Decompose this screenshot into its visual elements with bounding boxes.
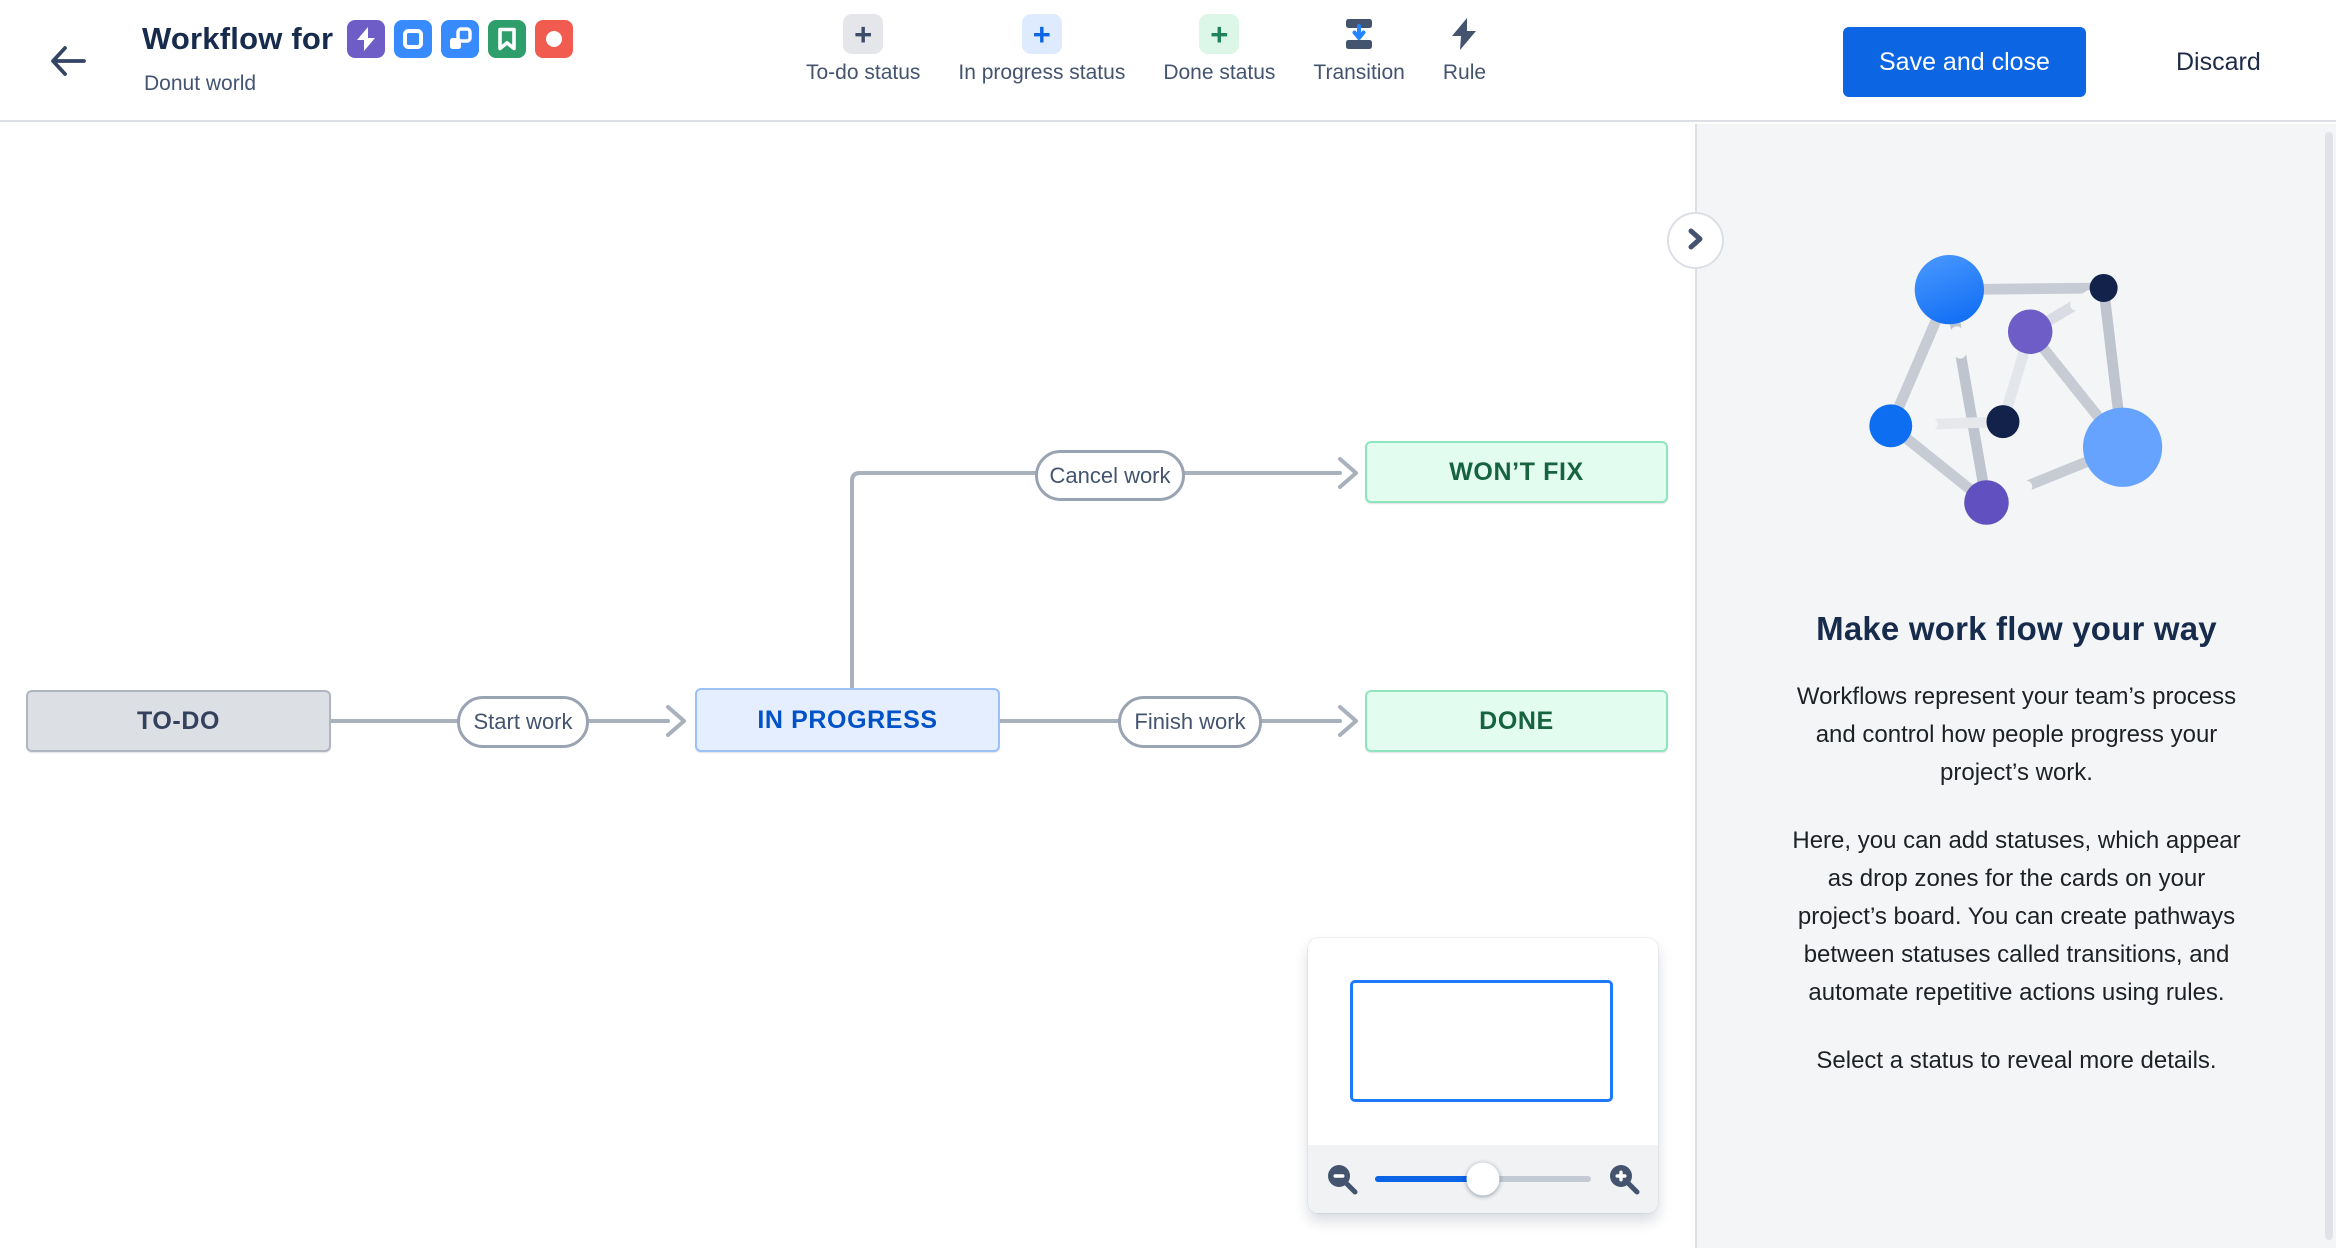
status-node-wont-fix[interactable]: WON’T FIX xyxy=(1365,441,1668,503)
add-transition-button[interactable]: Transition xyxy=(1313,14,1405,85)
panel-heading: Make work flow your way xyxy=(1816,610,2217,647)
plus-icon: + xyxy=(843,14,884,54)
panel-paragraph: Select a status to reveal more details. xyxy=(1816,1047,2217,1074)
panel-divider xyxy=(1695,124,1697,1248)
save-and-close-button[interactable]: Save and close xyxy=(1843,27,2086,97)
help-panel: Make work flow your way Workflows repres… xyxy=(1697,124,2336,1248)
minimap-viewport[interactable] xyxy=(1350,980,1613,1102)
status-node-in-progress[interactable]: IN PROGRESS xyxy=(695,688,1000,752)
workflow-canvas[interactable]: TO-DO IN PROGRESS WON’T FIX DONE Start w… xyxy=(0,124,1696,1248)
transition-finish-work[interactable]: Finish work xyxy=(1118,696,1262,748)
status-node-done[interactable]: DONE xyxy=(1365,690,1668,752)
zoom-in-button[interactable] xyxy=(1605,1160,1643,1198)
task-icon xyxy=(394,20,433,58)
zoom-out-button[interactable] xyxy=(1323,1160,1361,1198)
network-illustration xyxy=(1868,255,2162,525)
add-rule-button[interactable]: Rule xyxy=(1443,14,1486,85)
back-button[interactable] xyxy=(44,38,92,86)
add-todo-status-button[interactable]: + To-do status xyxy=(806,14,920,85)
zoom-slider-thumb[interactable] xyxy=(1466,1162,1500,1196)
panel-paragraph: Here, you can add statuses, which appear… xyxy=(1792,827,2241,1006)
plus-icon: + xyxy=(1021,14,1062,54)
minimap-view xyxy=(1308,938,1658,1145)
add-done-status-button[interactable]: + Done status xyxy=(1163,14,1275,85)
page-title: Workflow for xyxy=(142,21,334,56)
status-node-todo[interactable]: TO-DO xyxy=(26,690,331,752)
project-subtitle: Donut world xyxy=(144,72,257,95)
panel-scrollbar[interactable] xyxy=(2325,132,2333,1240)
transition-start-work[interactable]: Start work xyxy=(457,696,589,748)
epic-icon xyxy=(347,20,386,58)
issue-type-icons xyxy=(347,20,574,58)
zoom-slider[interactable] xyxy=(1375,1162,1591,1196)
toolbar: + To-do status + In progress status + Do… xyxy=(806,14,1486,85)
panel-collapse-button[interactable] xyxy=(1667,212,1724,269)
transition-icon xyxy=(1339,14,1379,54)
panel-paragraph: Workflows represent your team’s process … xyxy=(1796,683,2237,786)
back-arrow-icon xyxy=(48,45,88,81)
lightning-icon xyxy=(1444,14,1484,54)
transition-cancel-work[interactable]: Cancel work xyxy=(1035,450,1185,501)
discard-button[interactable]: Discard xyxy=(2150,27,2287,97)
plus-icon: + xyxy=(1199,14,1240,54)
add-inprogress-status-button[interactable]: + In progress status xyxy=(958,14,1125,85)
zoom-slider-fill xyxy=(1375,1176,1483,1182)
editor-header: Workflow for Donut world xyxy=(0,0,2336,122)
title-row: Workflow for xyxy=(142,20,574,58)
minimap-zoom-bar xyxy=(1308,1145,1658,1213)
chevron-right-icon xyxy=(1686,227,1706,254)
minimap xyxy=(1308,938,1658,1213)
story-icon xyxy=(488,20,527,58)
bug-icon xyxy=(535,20,574,58)
subtask-icon xyxy=(441,20,480,58)
